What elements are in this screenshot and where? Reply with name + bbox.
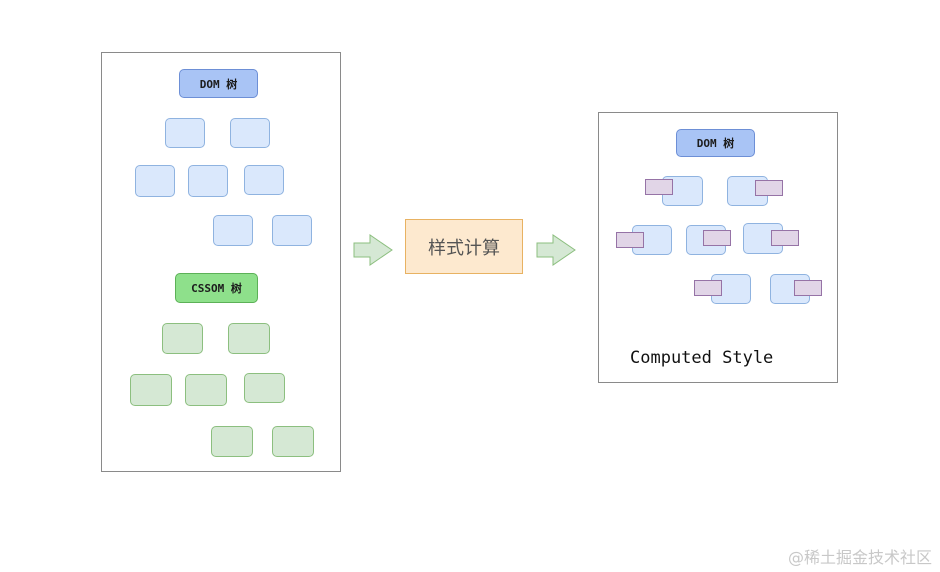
dom-node bbox=[244, 165, 284, 195]
style-computation-step: 样式计算 bbox=[405, 219, 523, 274]
computed-style-tag bbox=[694, 280, 722, 296]
cssom-node bbox=[185, 374, 227, 406]
cssom-node bbox=[228, 323, 270, 354]
dom-node bbox=[135, 165, 175, 197]
dom-node bbox=[213, 215, 253, 246]
watermark: @稀土掘金技术社区 bbox=[787, 548, 932, 567]
style-computation-label: 样式计算 bbox=[428, 237, 500, 259]
cssom-node bbox=[162, 323, 203, 354]
dom-node bbox=[188, 165, 228, 197]
computed-style-tag bbox=[794, 280, 822, 296]
computed-style-caption: Computed Style bbox=[630, 348, 774, 368]
cssom-node bbox=[244, 373, 285, 403]
computed-style-tag bbox=[645, 179, 673, 195]
flow-arrow-1 bbox=[353, 234, 393, 266]
cssom-tree-root: CSSOM 树 bbox=[175, 273, 258, 303]
dom-tree-root: DOM 树 bbox=[179, 69, 258, 98]
computed-style-tag bbox=[703, 230, 731, 246]
input-trees-panel bbox=[101, 52, 341, 472]
computed-dom-root: DOM 树 bbox=[676, 129, 755, 157]
computed-style-tag bbox=[755, 180, 783, 196]
cssom-node bbox=[211, 426, 253, 457]
computed-dom-label: DOM 树 bbox=[696, 137, 735, 150]
dom-tree-label: DOM 树 bbox=[199, 77, 238, 91]
flow-arrow-2 bbox=[536, 234, 576, 266]
cssom-node bbox=[130, 374, 172, 406]
computed-style-tag bbox=[771, 230, 799, 246]
dom-node bbox=[272, 215, 312, 246]
dom-node bbox=[230, 118, 270, 148]
dom-node bbox=[165, 118, 205, 148]
cssom-tree-label: CSSOM 树 bbox=[191, 282, 242, 295]
computed-style-tag bbox=[616, 232, 644, 248]
computed-dom-node bbox=[743, 223, 783, 254]
cssom-node bbox=[272, 426, 314, 457]
